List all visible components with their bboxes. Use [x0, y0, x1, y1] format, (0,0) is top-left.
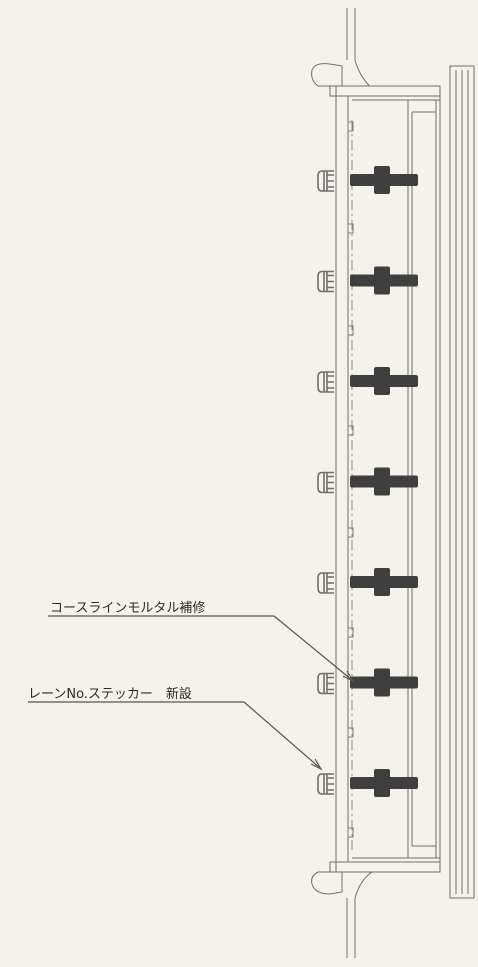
lane-sticker-label: レーンNo.ステッカー 新設 — [28, 687, 192, 702]
lane-number-sticker — [317, 672, 334, 695]
wall-slots — [347, 121, 354, 838]
lane-number-sticker — [317, 170, 334, 192]
course-line-cross — [374, 166, 390, 194]
course-line-cross — [374, 467, 390, 496]
course-line-label: コースラインモルタル補修 — [50, 601, 206, 616]
lane-row — [317, 668, 418, 697]
lane-rows — [317, 166, 418, 797]
top-cap — [311, 63, 441, 97]
lane-row — [317, 467, 418, 496]
lane-number-sticker — [317, 471, 334, 494]
lane-number-sticker — [317, 371, 334, 393]
lane-row — [317, 769, 418, 797]
lane-row — [317, 266, 418, 295]
bottom-cap — [311, 861, 441, 895]
top-pipe — [346, 8, 373, 89]
bottom-pipe — [346, 871, 373, 958]
lane-number-sticker — [317, 773, 334, 795]
leader-lines — [28, 615, 355, 771]
course-line-cross — [374, 367, 390, 395]
lane-row — [317, 166, 418, 194]
lane-row — [317, 367, 418, 395]
course-line-cross — [374, 769, 390, 797]
course-line-cross — [374, 266, 390, 295]
lane-row — [317, 568, 418, 596]
lane-number-sticker — [317, 572, 334, 594]
lane-number-sticker — [317, 270, 334, 293]
course-line-cross — [374, 668, 390, 697]
right-panel — [449, 65, 475, 899]
course-line-cross — [374, 568, 390, 596]
